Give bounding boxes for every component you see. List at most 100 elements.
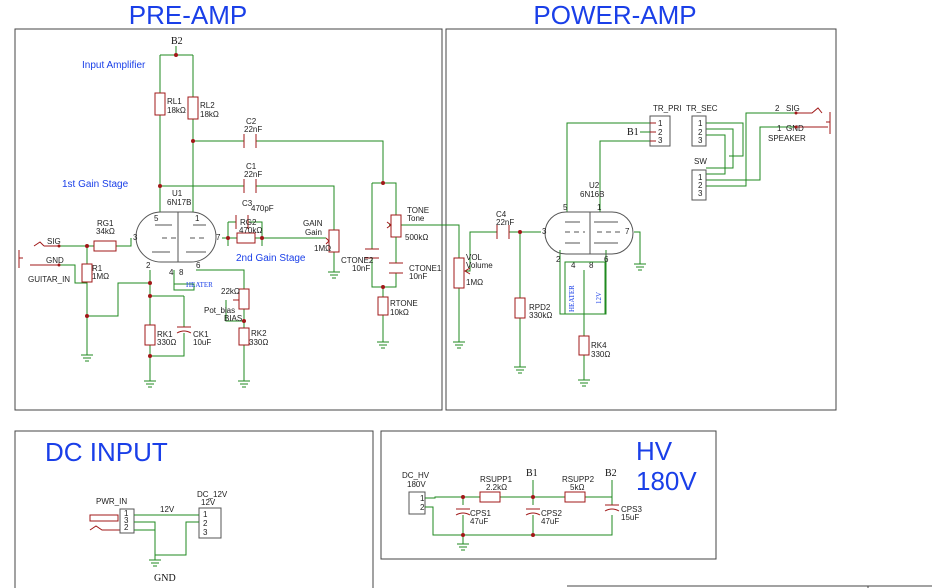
svg-text:4: 4	[571, 261, 576, 270]
svg-text:10uF: 10uF	[193, 338, 211, 347]
svg-text:15uF: 15uF	[621, 513, 639, 522]
svg-text:RTONE: RTONE	[390, 299, 418, 308]
svg-text:22nF: 22nF	[496, 218, 514, 227]
svg-text:330Ω: 330Ω	[591, 350, 610, 359]
svg-text:5kΩ: 5kΩ	[570, 483, 584, 492]
dc-input-frame	[14, 430, 374, 588]
svg-text:2: 2	[556, 255, 561, 264]
svg-text:RG1: RG1	[97, 219, 114, 228]
ctone1-capacitor: CTONE1 10nF	[389, 262, 442, 281]
svg-text:3: 3	[124, 516, 129, 525]
poweramp-frame	[445, 28, 837, 411]
rpd2-resistor: RPD2 330kΩ	[514, 297, 552, 320]
svg-text:34kΩ: 34kΩ	[96, 227, 115, 236]
tone-potentiometer: TONE Tone 500kΩ	[386, 206, 429, 242]
svg-text:VOL: VOL	[466, 253, 483, 262]
svg-text:1MΩ: 1MΩ	[314, 244, 331, 253]
svg-text:RK2: RK2	[251, 329, 267, 338]
rsupp1-resistor: RSUPP1 2.2kΩ	[479, 475, 513, 503]
svg-text:3: 3	[203, 528, 208, 537]
svg-text:2: 2	[124, 523, 129, 532]
c1-capacitor: C1 22nF	[243, 162, 262, 193]
svg-text:10nF: 10nF	[352, 264, 370, 273]
svg-text:SIG: SIG	[47, 237, 61, 246]
svg-text:Gain: Gain	[305, 228, 322, 237]
svg-text:330Ω: 330Ω	[249, 338, 268, 347]
svg-text:500kΩ: 500kΩ	[405, 233, 428, 242]
svg-text:CTONE1: CTONE1	[409, 264, 442, 273]
note-first-gain-stage: 1st Gain Stage	[62, 179, 129, 190]
u1-heater-label: HEATER	[186, 281, 213, 289]
svg-text:1: 1	[658, 119, 663, 128]
r1-resistor: R1 1MΩ	[81, 263, 109, 283]
svg-text:C3: C3	[242, 199, 253, 208]
svg-text:6: 6	[604, 255, 609, 264]
svg-text:TR_SEC: TR_SEC	[686, 104, 718, 113]
svg-text:PWR_IN: PWR_IN	[96, 497, 127, 506]
rg2-resistor: RG2 470kΩ	[236, 218, 262, 244]
net-b2-hv: B2	[605, 468, 617, 479]
svg-text:7: 7	[625, 227, 630, 236]
svg-text:GUITAR_IN: GUITAR_IN	[28, 275, 70, 284]
svg-text:CPS2: CPS2	[541, 509, 562, 518]
svg-text:3: 3	[542, 227, 547, 236]
bias-potentiometer: 22kΩ Pot_bias BIAS	[204, 287, 250, 323]
svg-text:2: 2	[775, 104, 780, 113]
svg-text:470pF: 470pF	[251, 204, 274, 213]
svg-text:CPS1: CPS1	[470, 509, 491, 518]
svg-text:SPEAKER: SPEAKER	[768, 134, 806, 143]
svg-text:330Ω: 330Ω	[157, 338, 176, 347]
svg-text:5: 5	[154, 214, 159, 223]
tr-pri-connector: TR_PRI 1 2 3	[649, 104, 681, 147]
svg-text:18kΩ: 18kΩ	[167, 106, 186, 115]
pwr-in-connector: PWR_IN 1 3 2	[89, 497, 135, 534]
svg-text:1MΩ: 1MΩ	[92, 272, 109, 281]
speaker-jack: 2 SIG 1 GND SPEAKER	[768, 104, 831, 143]
svg-text:1: 1	[420, 494, 425, 503]
svg-text:TR_PRI: TR_PRI	[653, 104, 681, 113]
u2-heater-box	[564, 261, 606, 315]
cps3-capacitor: CPS3 15uF	[604, 504, 642, 522]
rtone-resistor: RTONE 10kΩ	[377, 296, 418, 317]
svg-text:47uF: 47uF	[541, 517, 559, 526]
svg-text:180V: 180V	[407, 480, 426, 489]
svg-text:R1: R1	[92, 264, 103, 273]
dc-hv-connector: DC_HV 180V 1 2	[402, 471, 430, 515]
dc-wires	[134, 514, 199, 567]
svg-text:1: 1	[203, 510, 208, 519]
svg-text:6N17B: 6N17B	[167, 198, 191, 207]
svg-text:1: 1	[597, 203, 602, 212]
svg-text:1: 1	[777, 124, 782, 133]
svg-text:GAIN: GAIN	[303, 219, 323, 228]
preamp-title: PRE-AMP	[129, 0, 247, 30]
svg-text:330kΩ: 330kΩ	[529, 311, 552, 320]
svg-text:2: 2	[698, 128, 703, 137]
svg-text:3: 3	[133, 233, 138, 242]
u2-tube: U2 6N16B 5 1 3 7 2 4 8 6	[542, 181, 634, 270]
svg-text:RSUPP2: RSUPP2	[562, 475, 595, 484]
ctone2-capacitor: CTONE2 10nF	[341, 248, 379, 273]
svg-text:2: 2	[698, 181, 703, 190]
note-input-amplifier: Input Amplifier	[82, 60, 146, 71]
svg-text:6: 6	[196, 261, 201, 270]
svg-text:CTONE2: CTONE2	[341, 256, 374, 265]
svg-text:7: 7	[216, 233, 221, 242]
svg-text:Volume: Volume	[466, 261, 493, 270]
svg-text:SIG: SIG	[786, 104, 800, 113]
svg-text:47uF: 47uF	[470, 517, 488, 526]
svg-text:C1: C1	[246, 162, 257, 171]
hv-title: HV	[636, 436, 673, 466]
svg-text:GND: GND	[46, 256, 64, 265]
net-b2-preamp: B2	[171, 36, 183, 47]
svg-text:10kΩ: 10kΩ	[390, 308, 409, 317]
svg-text:18kΩ: 18kΩ	[200, 110, 219, 119]
hv-frame	[380, 430, 717, 560]
svg-text:C2: C2	[246, 117, 257, 126]
svg-text:1: 1	[698, 173, 703, 182]
rk4-resistor: RK4 330Ω	[578, 335, 610, 359]
ck1-capacitor: CK1 10uF	[176, 326, 211, 347]
svg-text:TONE: TONE	[407, 206, 429, 215]
svg-text:SW: SW	[694, 157, 707, 166]
svg-text:RPD2: RPD2	[529, 303, 551, 312]
